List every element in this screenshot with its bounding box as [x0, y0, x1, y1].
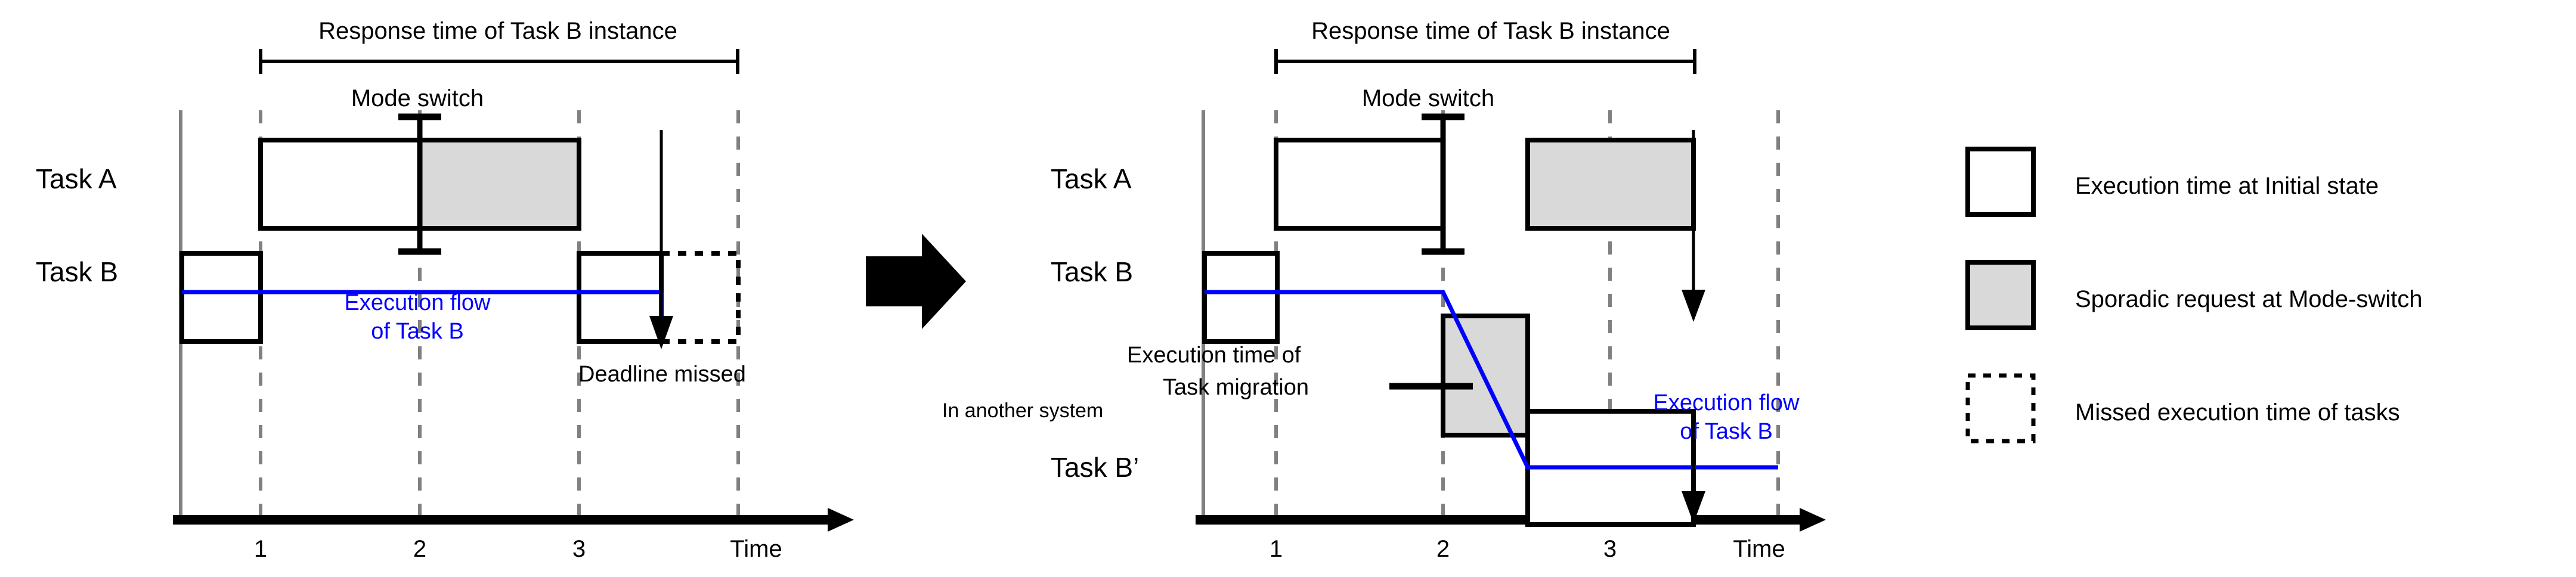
- legend-label-missed: Missed execution time of tasks: [2075, 399, 2400, 426]
- left-deadline-arrow: [649, 130, 673, 349]
- right-panel: Response time of Task B instance Mode sw…: [942, 18, 1826, 562]
- left-block-task-a-sporadic: [417, 138, 581, 231]
- right-row-label-task-a: Task A: [1051, 163, 1132, 194]
- right-row-label-task-b-prime: Task B’: [1051, 452, 1139, 483]
- right-tick-2: 2: [1436, 536, 1450, 562]
- left-block-task-b-first: [179, 251, 263, 344]
- left-flow-label-line1: Execution flow: [344, 290, 491, 315]
- right-block-task-b-first: [1202, 251, 1280, 344]
- right-flow-label-line1: Execution flow: [1653, 390, 1800, 415]
- left-flow-label-line2: of Task B: [371, 319, 464, 344]
- right-tick-3: 3: [1603, 536, 1617, 562]
- right-block-task-a-sporadic: [1525, 138, 1696, 231]
- left-time-axis: [173, 508, 854, 532]
- right-tick-1: 1: [1270, 536, 1283, 562]
- right-completion-arrow-a: [1682, 130, 1705, 322]
- legend-swatch-missed-box: [1965, 373, 2036, 443]
- right-row-label-task-b: Task B: [1051, 256, 1133, 287]
- right-execution-flow-line: [1205, 290, 1778, 470]
- right-response-time-bracket: [1274, 49, 1696, 74]
- left-response-time-bracket: [259, 49, 739, 74]
- right-migration-label-line2: Task migration: [1163, 375, 1309, 400]
- left-gridlines: [259, 110, 740, 520]
- right-mode-switch-marker: [1422, 113, 1465, 255]
- left-panel: Response time of Task B instance Mode sw…: [36, 18, 854, 562]
- right-axis-title: Time: [1733, 536, 1785, 562]
- left-tick-2: 2: [413, 536, 426, 562]
- left-tick-1: 1: [254, 536, 267, 562]
- right-migration-label-line1: Execution time of: [1127, 343, 1301, 368]
- transition-arrow-icon: [866, 234, 966, 329]
- right-completion-arrow-b-prime: [1682, 411, 1705, 523]
- right-time-axis: [1196, 508, 1826, 532]
- legend: Execution time at Initial state Sporadic…: [1965, 147, 2423, 443]
- left-tick-3: 3: [572, 536, 586, 562]
- legend-label-initial: Execution time at Initial state: [2075, 173, 2379, 199]
- right-block-task-a-initial: [1274, 138, 1445, 231]
- left-block-task-b-second: [577, 251, 664, 344]
- right-response-time-label: Response time of Task B instance: [1311, 18, 1670, 44]
- left-block-task-a-initial: [258, 138, 422, 231]
- right-flow-label-line2: of Task B: [1680, 419, 1773, 444]
- left-mode-switch-marker: [398, 113, 441, 255]
- right-another-system-label: In another system: [942, 399, 1103, 422]
- legend-swatch-initial-box: [1965, 147, 2036, 217]
- left-axis-title: Time: [730, 536, 782, 562]
- left-mode-switch-label: Mode switch: [351, 85, 484, 111]
- left-row-label-task-b: Task B: [36, 256, 118, 287]
- left-deadline-missed-label: Deadline missed: [578, 362, 746, 387]
- legend-swatch-sporadic-box: [1965, 260, 2036, 330]
- left-response-time-label: Response time of Task B instance: [318, 18, 677, 44]
- legend-label-sporadic: Sporadic request at Mode-switch: [2075, 286, 2423, 312]
- right-mode-switch-label: Mode switch: [1362, 85, 1494, 111]
- left-row-label-task-a: Task A: [36, 163, 117, 194]
